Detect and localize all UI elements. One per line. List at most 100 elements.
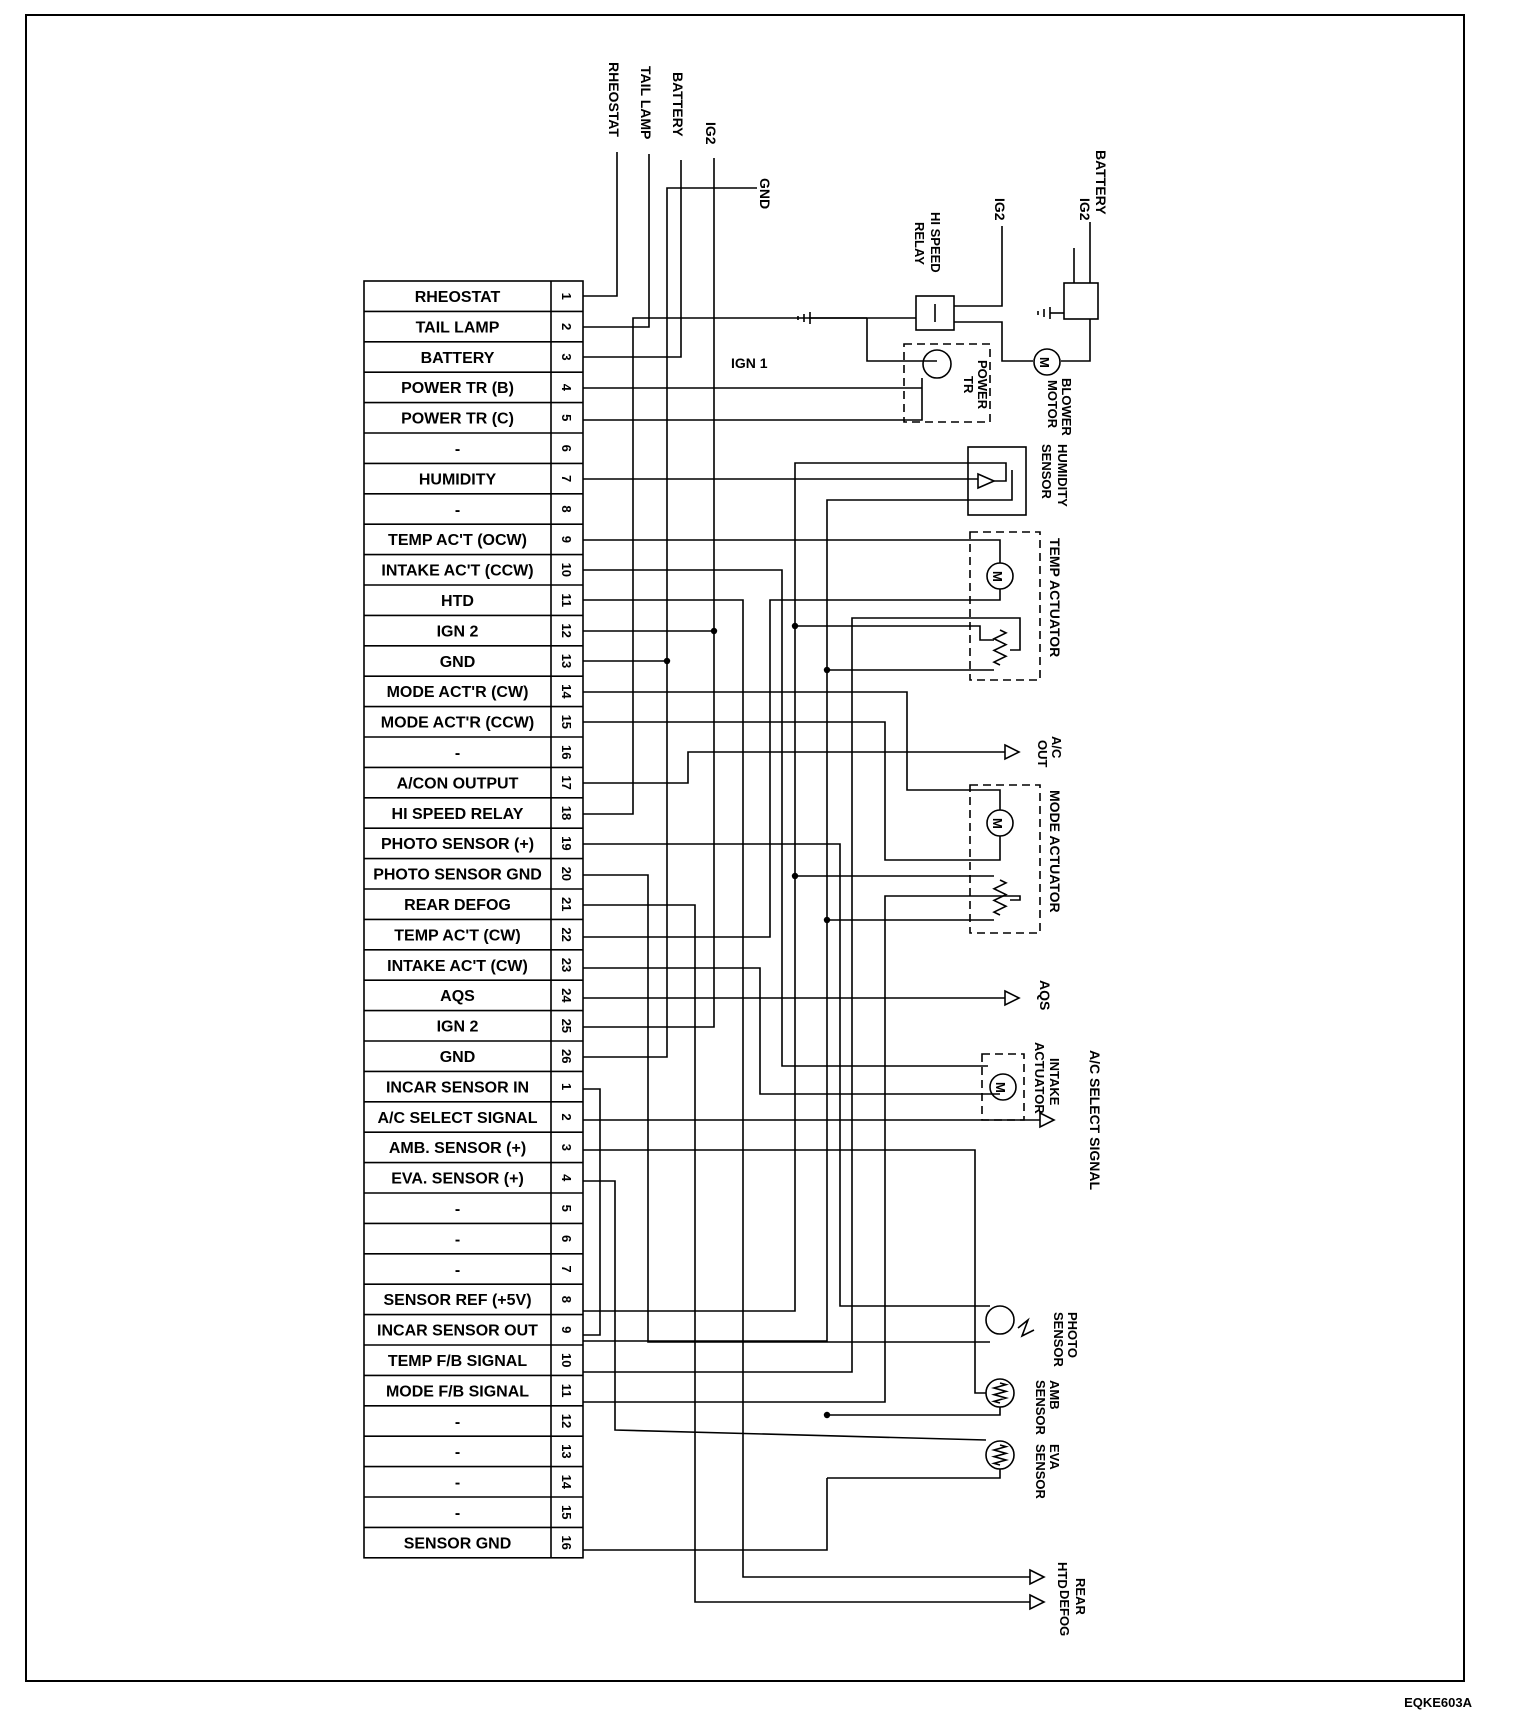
- pin-number-a23: 23: [559, 958, 574, 972]
- label-hi-speed-relay-2: RELAY: [912, 222, 927, 265]
- pin-label-a8: -: [455, 502, 460, 519]
- wire-gnd: [583, 187, 757, 1058]
- intake-motor-m-letter: M: [993, 1082, 1008, 1093]
- temp-feedback-resistor: [992, 629, 1008, 666]
- pin-number-b5: 5: [559, 1205, 574, 1212]
- pin-number-a7: 7: [559, 475, 574, 482]
- pin-label-a6: -: [455, 441, 460, 458]
- pin-number-b7: 7: [559, 1265, 574, 1272]
- wire-battery: [583, 160, 682, 358]
- pin-number-a2: 2: [559, 323, 574, 330]
- arrow-terminal: [1029, 1568, 1046, 1586]
- wire-power-tr-c: [583, 378, 923, 421]
- junction-dot: [823, 666, 831, 674]
- label-temp-actuator: TEMP ACTUATOR: [1047, 538, 1063, 657]
- label-hi-speed-relay-1: HI SPEED: [928, 212, 943, 273]
- wire-humidity-gnd: [583, 470, 1013, 1342]
- pin-number-b3: 3: [559, 1144, 574, 1151]
- junction-dot: [710, 627, 718, 635]
- diagram-code: EQKE603A: [1404, 1695, 1472, 1710]
- wire-mode-fb: [583, 895, 1021, 1403]
- pin-label-b7: -: [455, 1262, 460, 1279]
- pin-number-a20: 20: [559, 867, 574, 881]
- pin-number-b1: 1: [559, 1083, 574, 1090]
- label-ac-select-signal: A/C SELECT SIGNAL: [1087, 1050, 1103, 1190]
- pin-label-a7: HUMIDITY: [419, 471, 497, 488]
- label-aqs: AQS: [1037, 980, 1053, 1010]
- label-power-tr-1: POWER: [975, 360, 990, 410]
- pin-number-b13: 13: [559, 1444, 574, 1458]
- label-battery-top: BATTERY: [670, 72, 686, 137]
- label-rear-defog-1: REAR: [1073, 1578, 1088, 1615]
- temp-actuator-box: [969, 531, 1041, 681]
- pin-label-b9: INCAR SENSOR OUT: [377, 1323, 538, 1340]
- label-rear-defog-2: DEFOG: [1057, 1590, 1072, 1636]
- wire-htd: [583, 599, 1030, 1578]
- blower-motor-circle: [1033, 348, 1061, 376]
- pin-number-a14: 14: [559, 684, 574, 699]
- pin-label-a24: AQS: [440, 988, 475, 1005]
- pin-number-a11: 11: [559, 593, 574, 607]
- pin-label-a1: RHEOSTAT: [415, 289, 501, 306]
- pin-label-a18: HI SPEED RELAY: [392, 806, 524, 823]
- pin-number-a15: 15: [559, 715, 574, 729]
- power-tr-box: [903, 343, 991, 423]
- label-power-tr-2: TR: [961, 376, 976, 394]
- humidity-sensor-box: [967, 446, 1027, 516]
- label-photo-sensor-1: PHOTO: [1065, 1312, 1080, 1358]
- pin-number-a3: 3: [559, 353, 574, 360]
- pin-number-a4: 4: [559, 384, 574, 392]
- hi-speed-relay-box: [915, 295, 955, 331]
- wire-temp-ref: [795, 625, 994, 641]
- wire-mode-cw: [583, 691, 1001, 810]
- pin-label-b10: TEMP F/B SIGNAL: [388, 1353, 527, 1370]
- pin-number-a10: 10: [559, 563, 574, 577]
- label-tail-lamp-top: TAIL LAMP: [638, 66, 654, 139]
- pin-number-a9: 9: [559, 536, 574, 543]
- pin-label-b16: SENSOR GND: [404, 1535, 512, 1552]
- amb-sensor-thermistor: [991, 1382, 1009, 1404]
- pin-label-b12: -: [455, 1414, 460, 1431]
- pin-number-b2: 2: [559, 1113, 574, 1120]
- pin-label-a15: MODE ACT'R (CCW): [381, 715, 534, 732]
- wire-relay-tr: [866, 318, 937, 362]
- label-ac-out-2: OUT: [1035, 740, 1050, 768]
- label-eva-sensor-2: SENSOR: [1033, 1444, 1048, 1500]
- wire-sensor-gnd-amb: [827, 1407, 1001, 1416]
- label-amb-sensor-2: SENSOR: [1033, 1380, 1048, 1436]
- pin-label-a20: PHOTO SENSOR GND: [373, 867, 542, 884]
- pin-number-a17: 17: [559, 775, 574, 789]
- wire-photo-gnd: [583, 874, 990, 1343]
- pin-label-b2: A/C SELECT SIGNAL: [377, 1110, 537, 1127]
- pin-label-a26: GND: [440, 1049, 476, 1066]
- label-eva-sensor-1: EVA: [1047, 1444, 1062, 1470]
- label-ig2-top: IG2: [703, 122, 719, 145]
- wire-incar-loop: [583, 1088, 601, 1336]
- photo-sensor-symbol: [985, 1305, 1015, 1335]
- wire-ig2-relay: [954, 226, 1003, 307]
- label-gnd-top: GND: [757, 178, 773, 209]
- wire-photo-plus: [583, 843, 990, 1307]
- pin-number-a13: 13: [559, 654, 574, 668]
- wire-intake-ccw: [583, 569, 988, 1067]
- components: [797, 282, 1099, 1470]
- label-htd: HTD: [1055, 1562, 1070, 1589]
- pin-label-a25: IGN 2: [437, 1019, 479, 1036]
- label-ac-out-1: A/C: [1049, 736, 1064, 759]
- pin-label-a5: POWER TR (C): [401, 411, 514, 428]
- label-photo-sensor-2: SENSOR: [1051, 1312, 1066, 1368]
- intake-motor-circle: [989, 1073, 1017, 1101]
- junction-dot: [791, 872, 799, 880]
- junction-dot: [823, 916, 831, 924]
- blower-motor-m-letter: M: [1037, 357, 1052, 368]
- diagram-frame: [25, 14, 1465, 1682]
- pin-number-a6: 6: [559, 445, 574, 452]
- ground-symbol-blower: [1037, 307, 1051, 319]
- pin-number-a16: 16: [559, 745, 574, 759]
- mode-feedback-resistor: [992, 879, 1008, 916]
- wire-relay-blower: [1061, 319, 1091, 362]
- wire-humidity-ref: [583, 462, 1007, 1312]
- pin-label-a22: TEMP AC'T (CW): [394, 927, 520, 944]
